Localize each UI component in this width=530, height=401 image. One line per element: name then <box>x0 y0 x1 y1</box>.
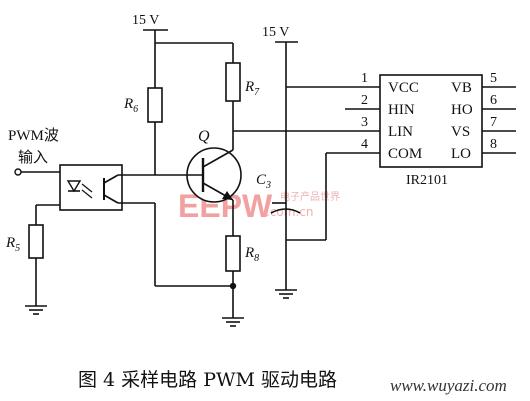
emitter-arrow-icon <box>222 191 233 200</box>
transistor-label: Q <box>198 128 210 145</box>
capacitor-c3: C3 <box>256 172 301 214</box>
pin-ho-label: HO <box>451 102 473 118</box>
pin-8-number: 8 <box>490 137 497 152</box>
supply-right: 15 V <box>262 25 298 290</box>
pin-2-number: 2 <box>361 93 368 108</box>
transistor-q: Q <box>155 128 242 203</box>
capacitor-label: C3 <box>256 172 271 191</box>
pin-com-label: COM <box>388 146 422 162</box>
input-label-line2: 输入 <box>18 149 48 166</box>
resistor-r7 <box>225 62 241 102</box>
pin-lin-label: LIN <box>388 124 413 140</box>
pin-vs-label: VS <box>451 124 470 140</box>
figure-caption: 图 4 采样电路 PWM 驱动电路 <box>78 369 337 391</box>
pin-4-number: 4 <box>361 137 368 152</box>
ground-right-icon <box>275 289 297 299</box>
ground-r5-icon <box>25 305 47 315</box>
cap-plate-curved <box>270 208 301 214</box>
led-icon <box>66 180 82 193</box>
ic-ir2101: 1 2 3 4 VCC HIN LIN COM VB HO VS LO 5 6 … <box>286 71 516 241</box>
watermark-domain: .com.cn <box>266 205 313 219</box>
ground-r8-icon <box>222 317 244 327</box>
resistor-r8 <box>225 235 241 272</box>
r7-label: R7 <box>244 79 260 98</box>
input-terminal <box>14 168 22 176</box>
pin-6-number: 6 <box>490 93 497 108</box>
caption-url: www.wuyazi.com <box>390 376 507 395</box>
optocoupler: PWM波 输入 <box>8 127 233 287</box>
pin-vb-label: VB <box>451 80 472 96</box>
input-label-line1: PWM波 <box>8 127 59 144</box>
optocoupler-box <box>59 164 123 211</box>
watermark-cn: 电子产品世界 <box>280 190 340 203</box>
r5-label: R5 <box>5 235 20 254</box>
collector-lead <box>202 149 234 168</box>
pin-5-number: 5 <box>490 71 497 86</box>
pin-lo-label: LO <box>451 146 471 162</box>
supply-left: 15 V <box>132 13 168 43</box>
pin-3-number: 3 <box>361 115 368 130</box>
pin-hin-label: HIN <box>388 102 415 118</box>
r6-label: R6 <box>123 96 138 115</box>
r8-label: R8 <box>244 245 259 264</box>
pin-1-number: 1 <box>361 71 368 86</box>
supply-label-right: 15 V <box>262 25 289 40</box>
pin-7-number: 7 <box>490 115 497 130</box>
pin-vcc-label: VCC <box>388 80 419 96</box>
resistor-r5 <box>28 224 44 259</box>
supply-label-left: 15 V <box>132 13 159 28</box>
ic-body <box>379 74 483 168</box>
resistor-r6 <box>147 87 163 123</box>
ic-name: IR2101 <box>406 173 448 188</box>
